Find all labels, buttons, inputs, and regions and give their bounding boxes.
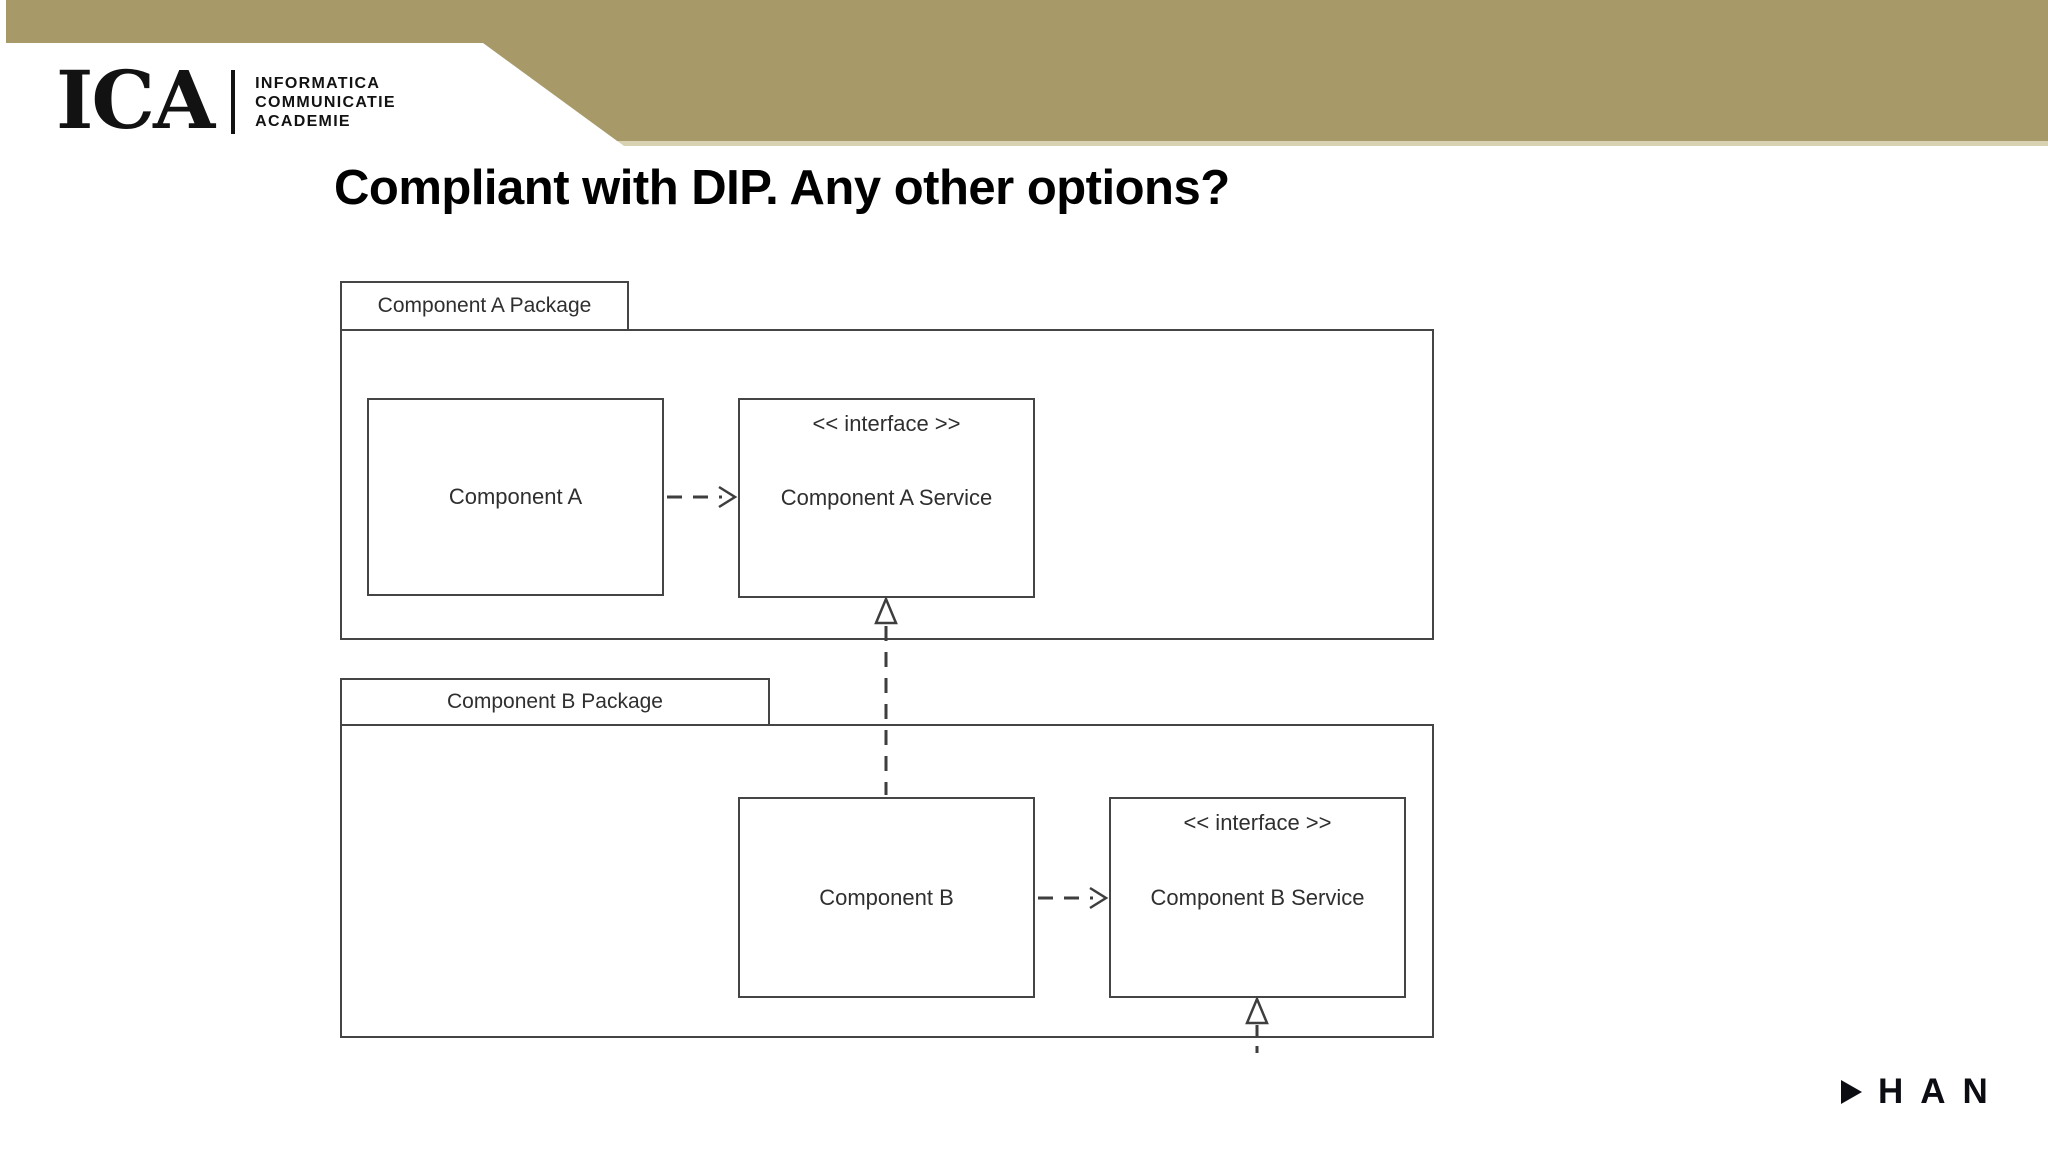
interface-b-label: Component B Service	[1150, 884, 1365, 910]
header-left-sliver	[0, 0, 6, 45]
interface-b-box: << interface >> Component B Service	[1109, 797, 1406, 998]
ica-logo: ICA INFORMATICA COMMUNICATIE ACADEMIE	[56, 53, 396, 147]
interface-a-box: << interface >> Component A Service	[738, 398, 1035, 598]
logo-org-line-3: ACADEMIE	[255, 113, 351, 130]
han-logo: HAN	[1841, 1074, 2005, 1109]
interface-a-label: Component A Service	[780, 485, 993, 510]
slide-title: Compliant with DIP. Any other options?	[334, 161, 1230, 215]
package-b-tab: Component B Package	[340, 678, 770, 726]
ica-logo-text: ICA	[56, 53, 215, 147]
component-b-label: Component B	[819, 884, 954, 910]
logo-divider	[231, 70, 236, 134]
logo-org-line-1: INFORMATICA	[255, 75, 381, 92]
package-b-label: Component B Package	[447, 690, 663, 713]
package-a-label: Component A Package	[377, 294, 592, 317]
component-b-box: Component B	[738, 797, 1035, 998]
logo-org-name: INFORMATICA COMMUNICATIE ACADEMIE	[255, 74, 396, 131]
interface-b-stereotype: << interface >>	[1183, 810, 1332, 835]
package-a-tab: Component A Package	[340, 281, 629, 331]
han-logo-text: HAN	[1878, 1072, 2005, 1111]
component-a-label: Component A	[448, 484, 583, 509]
han-triangle-icon	[1841, 1079, 1862, 1104]
component-a-box: Component A	[367, 398, 664, 596]
interface-a-stereotype: << interface >>	[812, 411, 961, 436]
logo-org-line-2: COMMUNICATIE	[255, 94, 396, 111]
